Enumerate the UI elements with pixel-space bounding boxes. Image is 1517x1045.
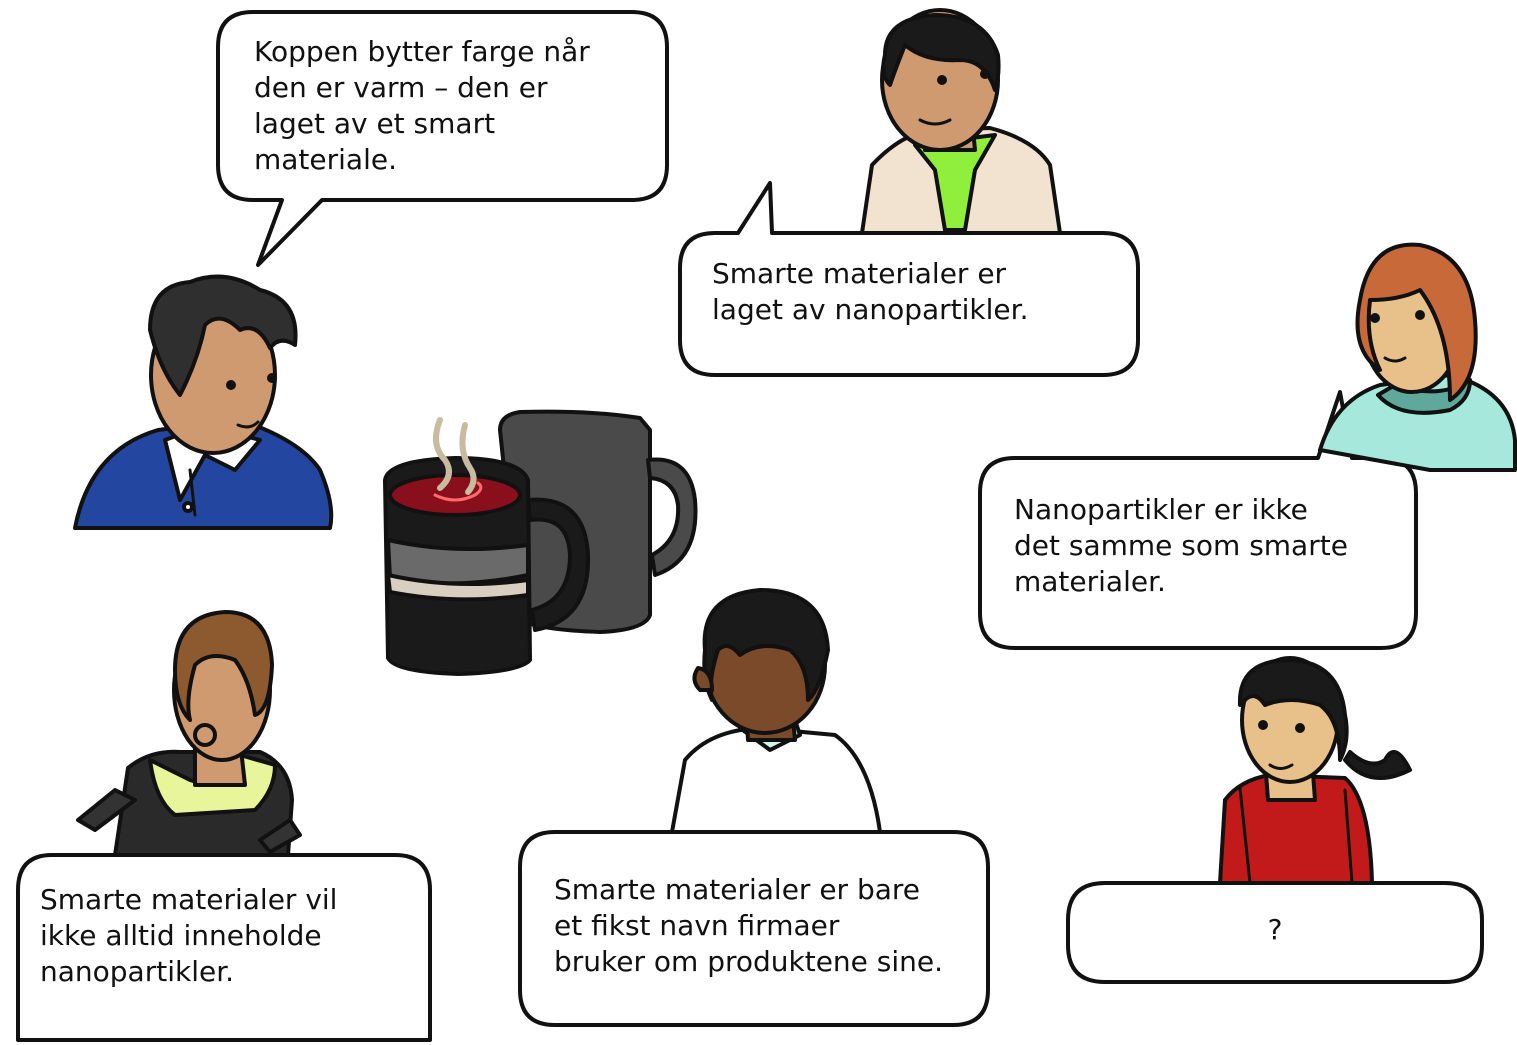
mugs-illustration xyxy=(383,409,698,676)
speech-bubble-cup xyxy=(216,10,669,267)
boy-curly-hair xyxy=(670,588,882,834)
boy-blue-shirt xyxy=(73,274,334,530)
bubble-text-not-always: Smarte materialer vil ikke alltid inneho… xyxy=(40,883,338,988)
bubble-text-not-same: Nanopartikler er ikke det samme som smar… xyxy=(1014,493,1348,598)
woman-ginger-hair xyxy=(1318,242,1517,472)
girl-wheelchair xyxy=(76,610,302,857)
speech-bubble-not-always xyxy=(16,853,432,1042)
bubble-text-fancy-name: Smarte materialer er bare et fikst navn … xyxy=(554,873,944,978)
bubble-text-nano: Smarte materialer er laget av nanopartik… xyxy=(712,257,1029,326)
bubble-text-unknown: ? xyxy=(1267,913,1283,946)
bubble-text-cup: Koppen bytter farge når den er varm – de… xyxy=(254,35,590,176)
man-green-collar xyxy=(860,8,1062,235)
speech-bubble-unknown xyxy=(1066,813,1484,984)
girl-red-top xyxy=(1218,656,1412,885)
speech-bubble-nano xyxy=(678,181,1140,377)
